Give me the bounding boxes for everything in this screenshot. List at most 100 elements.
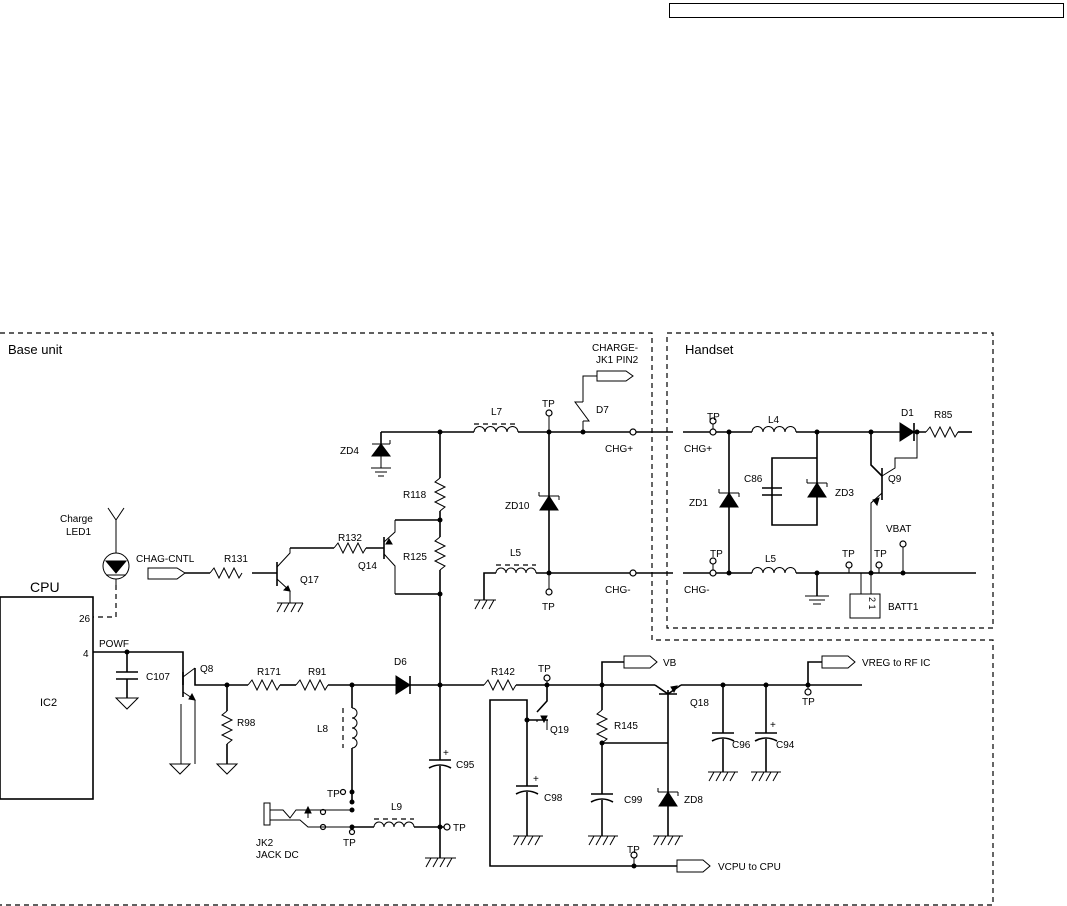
resistor-r132 xyxy=(333,541,367,555)
resistor-r98 xyxy=(220,710,234,745)
net-label-vb: VB xyxy=(663,658,677,669)
c94-plus: + xyxy=(770,720,776,731)
label-d6: D6 xyxy=(394,657,407,668)
led-label-line2: LED1 xyxy=(66,527,91,538)
q18-vreg-stage: Q18 VREG to RF IC TP C96 + C94 xyxy=(654,655,930,782)
label-q17: Q17 xyxy=(300,575,319,586)
main-rail xyxy=(433,429,447,688)
dc-jack-input: L8 TP TP JK2 JACK DC L9 TP xyxy=(256,685,466,861)
label-c96: C96 xyxy=(732,740,751,751)
resistor-r118 xyxy=(433,477,447,512)
d6-c95: D6 + C95 xyxy=(394,657,484,868)
label-l5-handset: L5 xyxy=(765,554,777,565)
regulator-stage: R142 TP VB Q19 + C98 R145 C99 xyxy=(483,655,781,873)
inductor-l9 xyxy=(373,821,415,828)
label-r91: R91 xyxy=(308,667,327,678)
tp-label-vreg: TP xyxy=(802,697,815,708)
region-label-handset: Handset xyxy=(685,342,734,357)
label-d1: D1 xyxy=(901,408,914,419)
label-r171: R171 xyxy=(257,667,281,678)
net-label-charge-line2: JK1 PIN2 xyxy=(596,355,639,366)
net-label-chag-cntl: CHAG-CNTL xyxy=(136,554,195,565)
tp-label-r142: TP xyxy=(538,664,551,675)
label-r131: R131 xyxy=(224,554,248,565)
tp-label-handset-plus: TP xyxy=(707,412,720,423)
tp-label-batt-2: TP xyxy=(874,549,887,560)
label-r85: R85 xyxy=(934,410,953,421)
label-c99: C99 xyxy=(624,795,643,806)
tp-label-jack-top: TP xyxy=(327,789,340,800)
net-label-charge-line1: CHARGE- xyxy=(592,343,638,354)
resistor-r91 xyxy=(295,678,329,692)
resistor-r85 xyxy=(925,425,959,439)
led-label-line1: Charge xyxy=(60,514,93,525)
resistor-r142 xyxy=(483,678,517,692)
net-label-chg-minus: CHG- xyxy=(605,585,631,596)
resistor-r131 xyxy=(209,566,243,580)
net-label-handset-chg-plus: CHG+ xyxy=(684,444,712,455)
label-q14: Q14 xyxy=(358,561,377,572)
diode-d7-group: D7 CHARGE- JK1 PIN2 xyxy=(574,343,639,432)
inductor-l8 xyxy=(351,707,358,749)
label-zd4: ZD4 xyxy=(340,446,359,457)
label-c86: C86 xyxy=(744,474,763,485)
label-r98: R98 xyxy=(237,718,256,729)
resistor-r145 xyxy=(595,709,609,744)
region-label-base-unit: Base unit xyxy=(8,342,63,357)
label-q8: Q8 xyxy=(200,664,214,675)
tp-label-chg-minus: TP xyxy=(542,602,555,613)
charge-led: Charge LED1 xyxy=(60,507,130,618)
net-label-powf: POWF xyxy=(99,639,129,650)
label-c98: C98 xyxy=(544,793,563,804)
resistor-r125 xyxy=(433,536,447,571)
zener-zd10: ZD10 xyxy=(505,432,560,573)
label-c107: C107 xyxy=(146,672,170,683)
label-q19: Q19 xyxy=(550,725,569,736)
tp-label-handset-minus: TP xyxy=(710,549,723,560)
inductor-l5-handset xyxy=(751,567,797,574)
inductor-l7 xyxy=(473,426,519,433)
label-l7: L7 xyxy=(491,407,503,418)
charge-contacts xyxy=(636,431,710,574)
label-zd8: ZD8 xyxy=(684,795,703,806)
tp-label-l9: TP xyxy=(453,823,466,834)
tp-label-chg-plus-top: TP xyxy=(542,399,555,410)
label-r142: R142 xyxy=(491,667,515,678)
label-q18: Q18 xyxy=(690,698,709,709)
label-d7: D7 xyxy=(596,405,609,416)
cpu-label: CPU xyxy=(30,579,60,595)
header-blank-box xyxy=(669,3,1064,18)
label-jk2-line2: JACK DC xyxy=(256,850,299,861)
label-l4: L4 xyxy=(768,415,780,426)
pin-4-label: 4 xyxy=(83,649,89,660)
powf-q8-stage: POWF C107 Q8 R98 R171 R91 xyxy=(93,639,396,775)
resistor-r171 xyxy=(247,678,281,692)
pin-26-label: 26 xyxy=(79,614,91,625)
label-c94: C94 xyxy=(776,740,795,751)
label-q9: Q9 xyxy=(888,474,902,485)
label-zd1: ZD1 xyxy=(689,498,708,509)
charge-control-stage: CHAG-CNTL R131 Q17 R132 Q14 R118 R125 xyxy=(136,490,440,613)
label-r145: R145 xyxy=(614,721,638,732)
net-label-vbat: VBAT xyxy=(886,524,911,535)
net-label-vreg: VREG to RF IC xyxy=(862,658,930,669)
net-label-chg-plus: CHG+ xyxy=(605,444,633,455)
chg-minus-line: L5 TP CHG- xyxy=(474,548,637,613)
label-l8: L8 xyxy=(317,724,329,735)
tp-label-vcpu: TP xyxy=(627,845,640,856)
label-l5-base: L5 xyxy=(510,548,522,559)
region-borders: Base unit Handset xyxy=(0,332,994,906)
zener-zd4: ZD4 xyxy=(340,431,440,477)
batt-pin-label: 2 1 xyxy=(867,597,877,610)
cpu-ic: CPU IC2 26 4 xyxy=(0,579,94,800)
c95-plus: + xyxy=(443,748,449,759)
label-l9: L9 xyxy=(391,802,403,813)
label-zd3: ZD3 xyxy=(835,488,854,499)
ic-ref-label: IC2 xyxy=(40,697,57,709)
label-r132: R132 xyxy=(338,533,362,544)
net-label-handset-chg-minus: CHG- xyxy=(684,585,710,596)
inductor-l4 xyxy=(751,426,797,433)
tp-label-batt-1: TP xyxy=(842,549,855,560)
inductor-l5-base xyxy=(495,567,537,574)
